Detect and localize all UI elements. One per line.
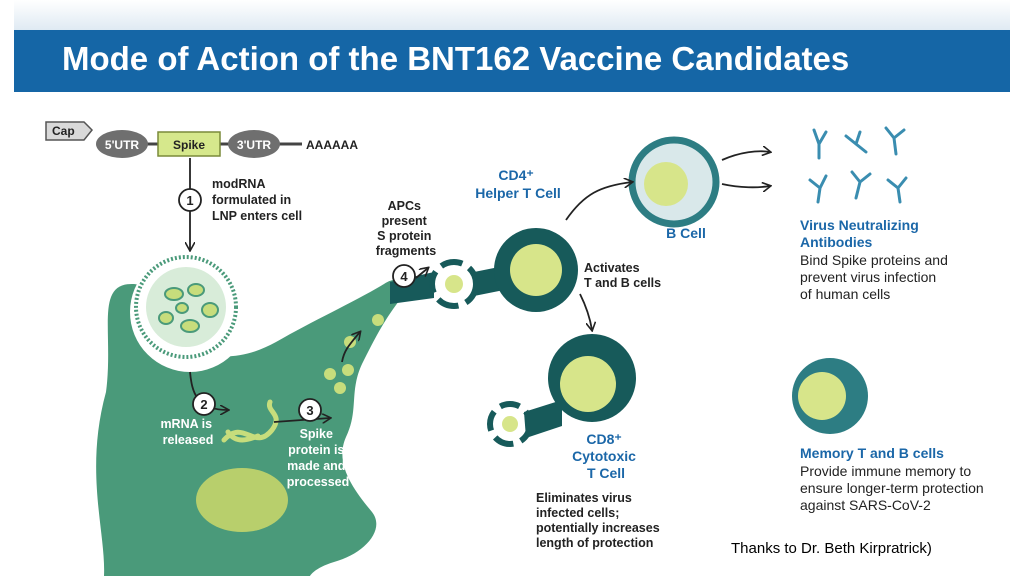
- activates-text: Activates T and B cells: [584, 261, 661, 290]
- step-1: 1: [178, 188, 202, 212]
- cd8-label: CD8⁺ Cytotoxic T Cell: [572, 431, 640, 481]
- utr3-label: 3'UTR: [237, 138, 272, 152]
- step-2-number: 2: [200, 397, 207, 412]
- step-1-text: modRNA formulated in LNP enters cell: [212, 177, 302, 223]
- cd4-label: CD4⁺ Helper T Cell: [475, 167, 561, 201]
- arrow-to-antibodies-2: [721, 184, 770, 187]
- lnp-rna-blobs: [158, 283, 219, 333]
- memory-title: Memory T and B cells: [800, 445, 944, 461]
- released-mrna: [221, 399, 279, 443]
- mrna-construct[interactable]: [45, 121, 302, 158]
- arrow-to-antibodies-1: [721, 151, 770, 161]
- utr5-oval: [96, 130, 148, 158]
- title-bar: Mode of Action of the BNT162 Vaccine Can…: [14, 0, 1010, 92]
- memory-cell: [792, 358, 868, 434]
- spike-protein-fragments: [324, 314, 384, 394]
- credit-note: Thanks to Dr. Beth Kirpratrick): [731, 540, 932, 557]
- step-3: 3: [298, 398, 322, 422]
- arrow-step4: [415, 268, 428, 279]
- eliminates-text: Eliminates virus infected cells; potenti…: [536, 491, 663, 550]
- step-2-text: mRNA is released: [160, 417, 215, 447]
- step-1-number: 1: [186, 193, 193, 208]
- step-4-number: 4: [400, 269, 408, 284]
- antibodies-cluster: [808, 126, 908, 204]
- spike-box: [157, 131, 221, 157]
- arrow-step3b: [341, 332, 360, 363]
- cap-tag: [45, 121, 94, 141]
- step-4: 4: [392, 264, 416, 288]
- step-3-text: Spike protein is made and processed: [287, 427, 350, 489]
- step-2: 2: [192, 392, 216, 416]
- utr3-oval: [228, 130, 280, 158]
- cd8-synapse: [487, 400, 562, 447]
- apc-nucleus: [196, 468, 288, 532]
- arrow-step3: [273, 418, 330, 422]
- b-cell: [628, 136, 720, 228]
- vaccine-diagram: Cap 5'UTR Spike 3'UTR AAAAAA 1 2 3: [14, 92, 1010, 576]
- cap-label: Cap: [52, 124, 75, 138]
- antibodies-body: Bind Spike proteins and prevent virus in…: [800, 252, 952, 302]
- slide-title: Mode of Action of the BNT162 Vaccine Can…: [62, 40, 850, 77]
- cd8-cytotoxic-t-cell: [548, 334, 636, 422]
- bcell-label: B Cell: [666, 225, 706, 241]
- utr5-label: 5'UTR: [105, 138, 140, 152]
- cd4-helper-t-cell: [494, 228, 578, 312]
- arrow-to-cd8: [579, 293, 592, 330]
- memory-body: Provide immune memory to ensure longer-t…: [800, 463, 988, 513]
- spike-label: Spike: [173, 138, 205, 152]
- arrow-to-bcell: [565, 182, 632, 221]
- antibodies-title: Virus Neutralizing Antibodies: [800, 217, 923, 250]
- step-4-text: APCs present S protein fragments: [376, 199, 436, 258]
- step-3-number: 3: [306, 403, 313, 418]
- polya-label: AAAAAA: [306, 138, 358, 152]
